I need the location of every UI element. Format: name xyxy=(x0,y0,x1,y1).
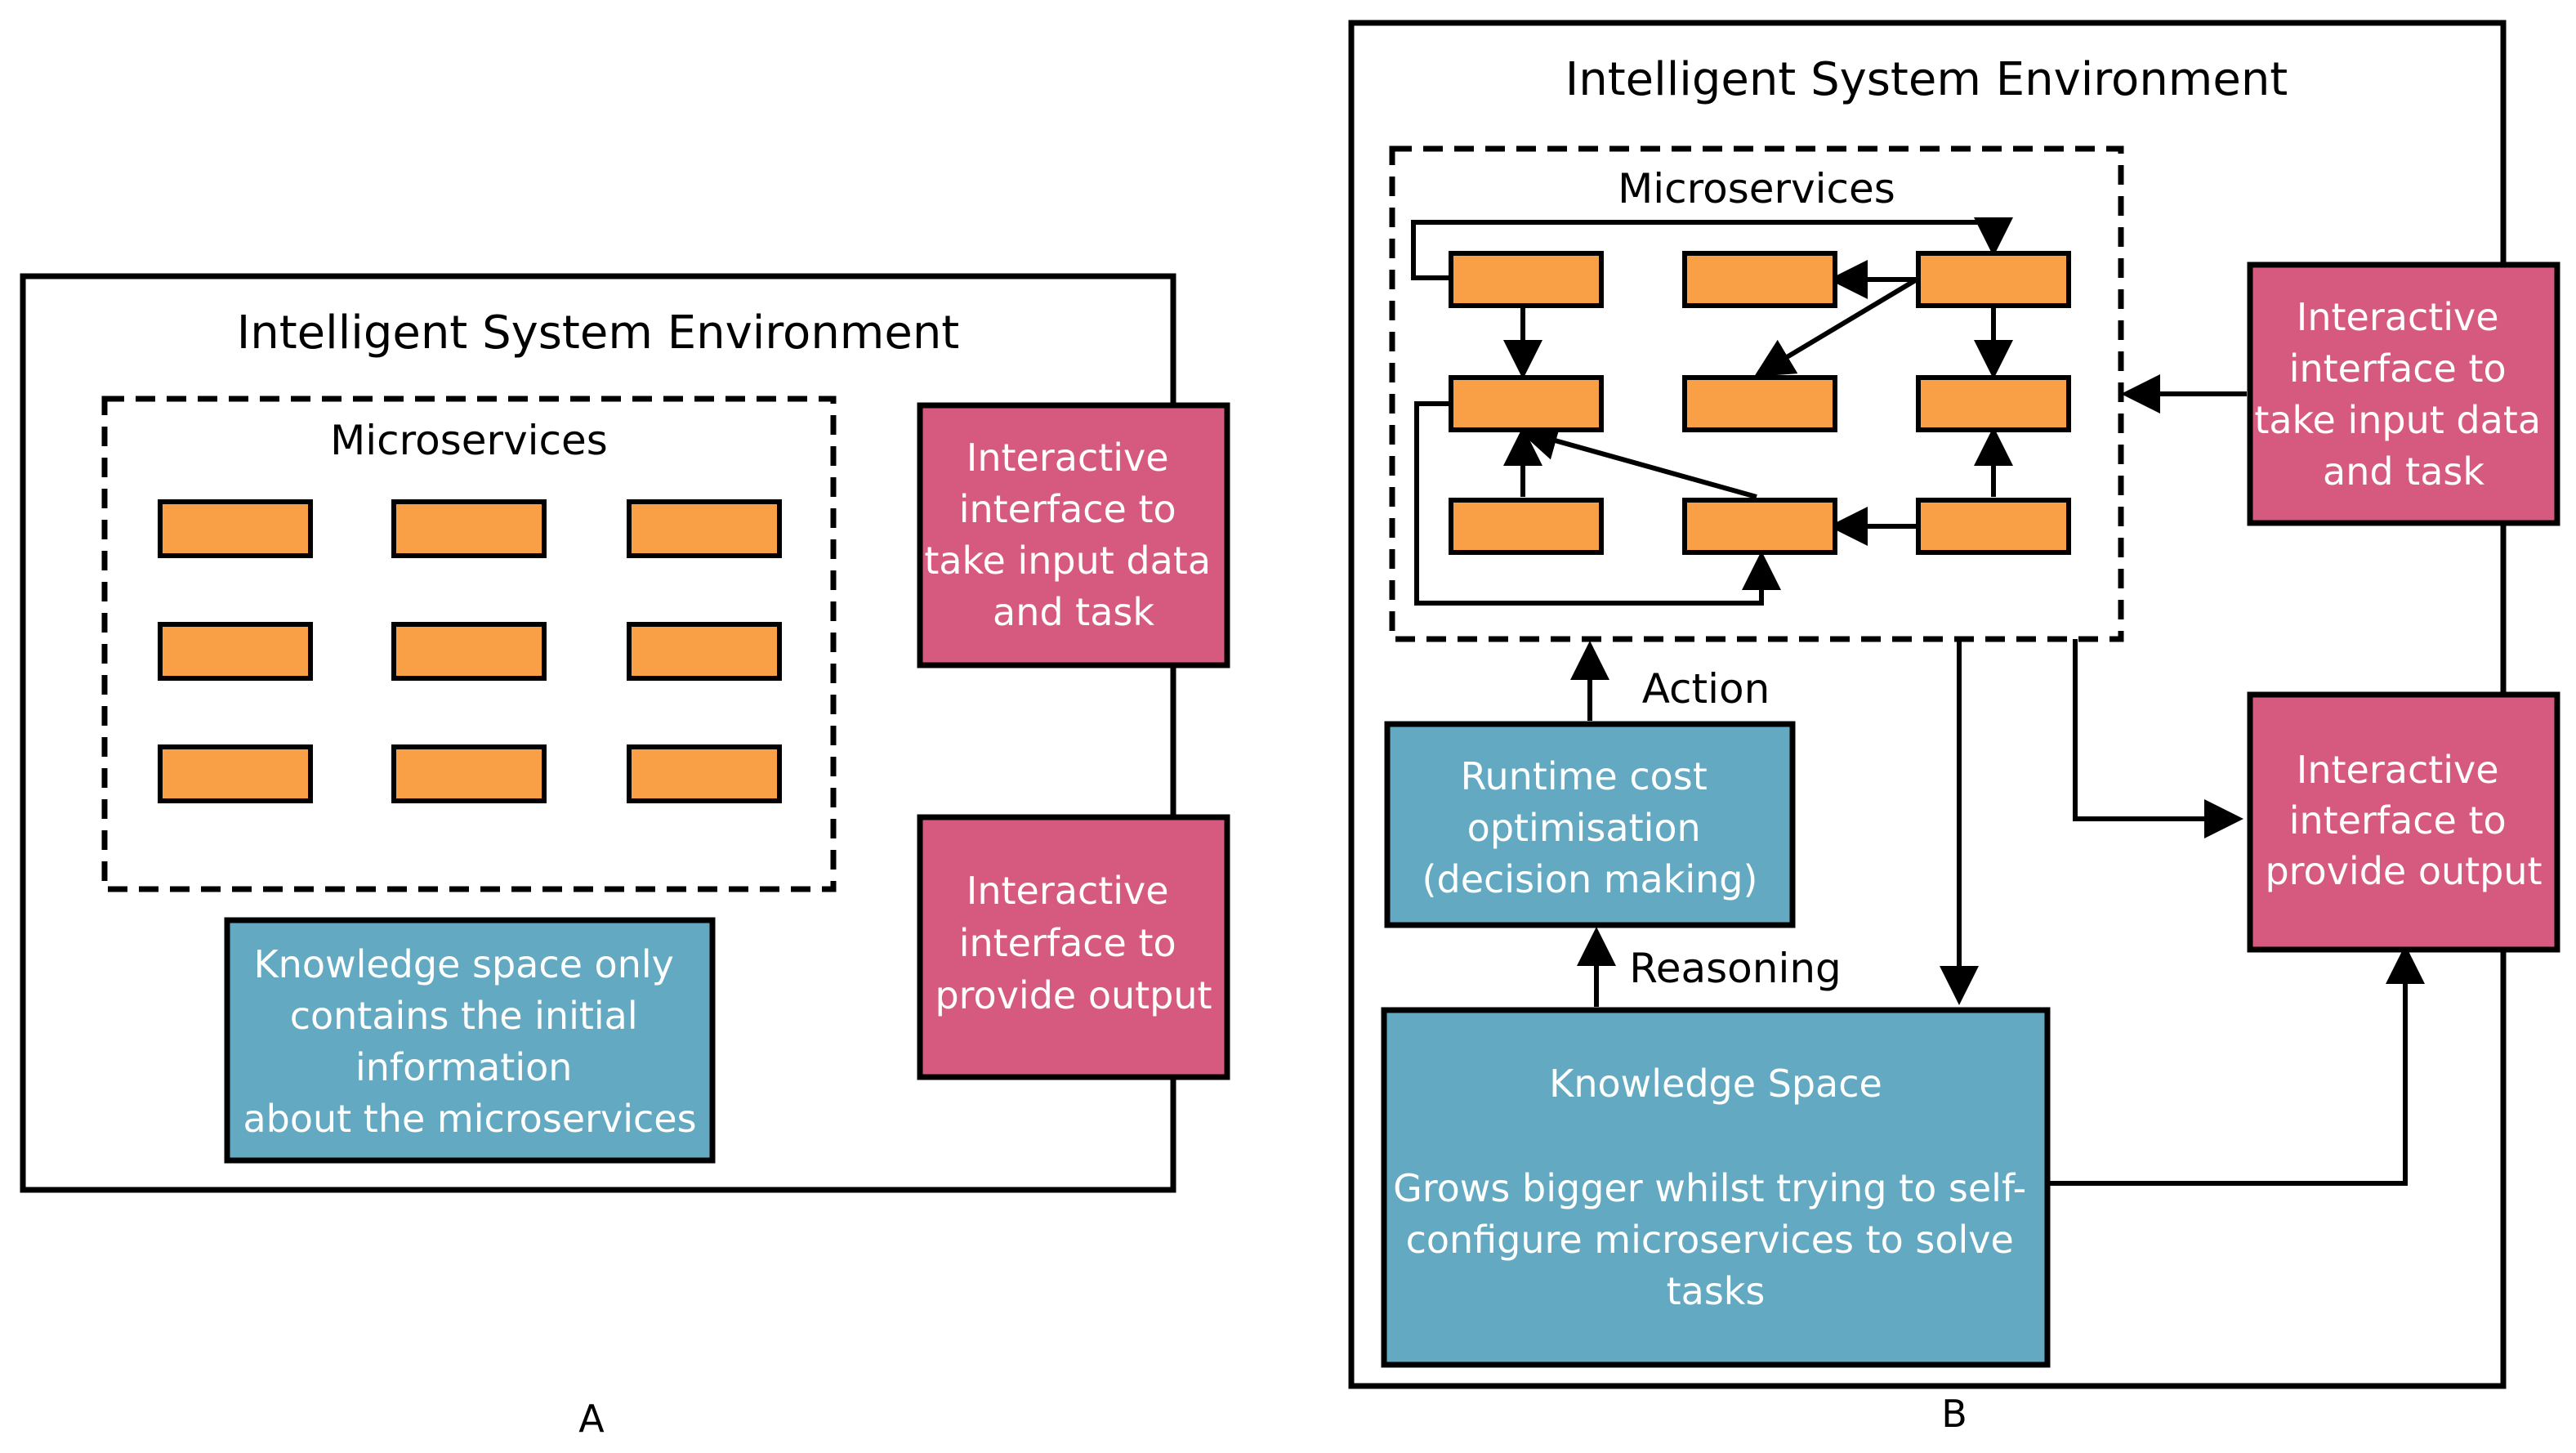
output-interface-b-label: Interactive interface to provide output xyxy=(2265,748,2542,893)
microservice-a-6 xyxy=(627,622,782,681)
microservice-b-8 xyxy=(1682,498,1837,555)
input-interface-a xyxy=(917,402,1230,668)
panel-b-label: B xyxy=(1941,1392,1967,1436)
flow-arrows xyxy=(1570,374,2425,1186)
reasoning-label: Reasoning xyxy=(1629,945,1842,992)
microservice-a-8 xyxy=(391,744,547,803)
microservice-grid-a xyxy=(158,499,782,803)
output-interface-a xyxy=(917,814,1230,1080)
microservice-b-6 xyxy=(1916,375,2071,432)
arrow-microservices-to-output xyxy=(2073,639,2243,838)
microservice-b-4 xyxy=(1449,375,1604,432)
microservice-b-3 xyxy=(1916,251,2071,308)
microservice-a-3 xyxy=(627,499,782,558)
output-interface-a-label: Interactive interface to provide output xyxy=(935,869,1212,1017)
connection-c3-to-l2-diag xyxy=(1518,422,1757,499)
microservice-b-5 xyxy=(1682,375,1837,432)
microservice-a-7 xyxy=(158,744,313,803)
panel-a: Intelligent System Environment Microserv… xyxy=(20,273,1230,1441)
output-interface-b xyxy=(2247,691,2560,953)
knowledge-space-a-label: Knowledge space only contains the initia… xyxy=(243,942,696,1141)
microservice-a-5 xyxy=(391,622,547,681)
microservices-title-a: Microservices xyxy=(330,417,608,464)
connection-loop-top xyxy=(1411,217,2013,280)
microservice-a-4 xyxy=(158,622,313,681)
microservices-group-a xyxy=(101,396,837,892)
input-interface-b-label: Interactive interface to take input data… xyxy=(2254,295,2552,494)
microservice-b-7 xyxy=(1449,498,1604,555)
knowledge-space-b xyxy=(1381,1007,2051,1368)
microservice-b-2 xyxy=(1682,251,1837,308)
panel-a-label: A xyxy=(578,1397,605,1441)
knowledge-space-b-body: Grows bigger whilst trying to self- conf… xyxy=(1393,1166,2038,1313)
microservice-b-9 xyxy=(1916,498,2071,555)
knowledge-space-b-title: Knowledge Space xyxy=(1549,1062,1882,1106)
connection-loop-bottom xyxy=(1414,401,1781,606)
microservice-a-2 xyxy=(391,499,547,558)
microservice-b-1 xyxy=(1449,251,1604,308)
microservices-title-b: Microservices xyxy=(1618,165,1895,212)
input-interface-a-label: Interactive interface to take input data… xyxy=(924,436,1222,634)
environment-title-a: Intelligent System Environment xyxy=(237,306,960,360)
microservice-connections xyxy=(1411,217,2013,606)
input-interface-b xyxy=(2247,262,2560,526)
action-label: Action xyxy=(1642,665,1770,713)
knowledge-space-a xyxy=(224,917,716,1164)
environment-title-b: Intelligent System Environment xyxy=(1565,53,2288,106)
microservice-grid-b xyxy=(1449,251,2071,555)
connection-r1-to-c2-diag xyxy=(1753,277,1918,378)
runtime-optimisation-box xyxy=(1384,721,1796,928)
runtime-optimisation-label: Runtime cost optimisation (decision maki… xyxy=(1422,754,1758,901)
microservice-a-1 xyxy=(158,499,313,558)
environment-box-a xyxy=(20,273,1176,1193)
arrow-knowledge-to-output xyxy=(2047,945,2425,1186)
panel-b: Intelligent System Environment Microserv… xyxy=(1348,20,2560,1436)
microservice-a-9 xyxy=(627,744,782,803)
